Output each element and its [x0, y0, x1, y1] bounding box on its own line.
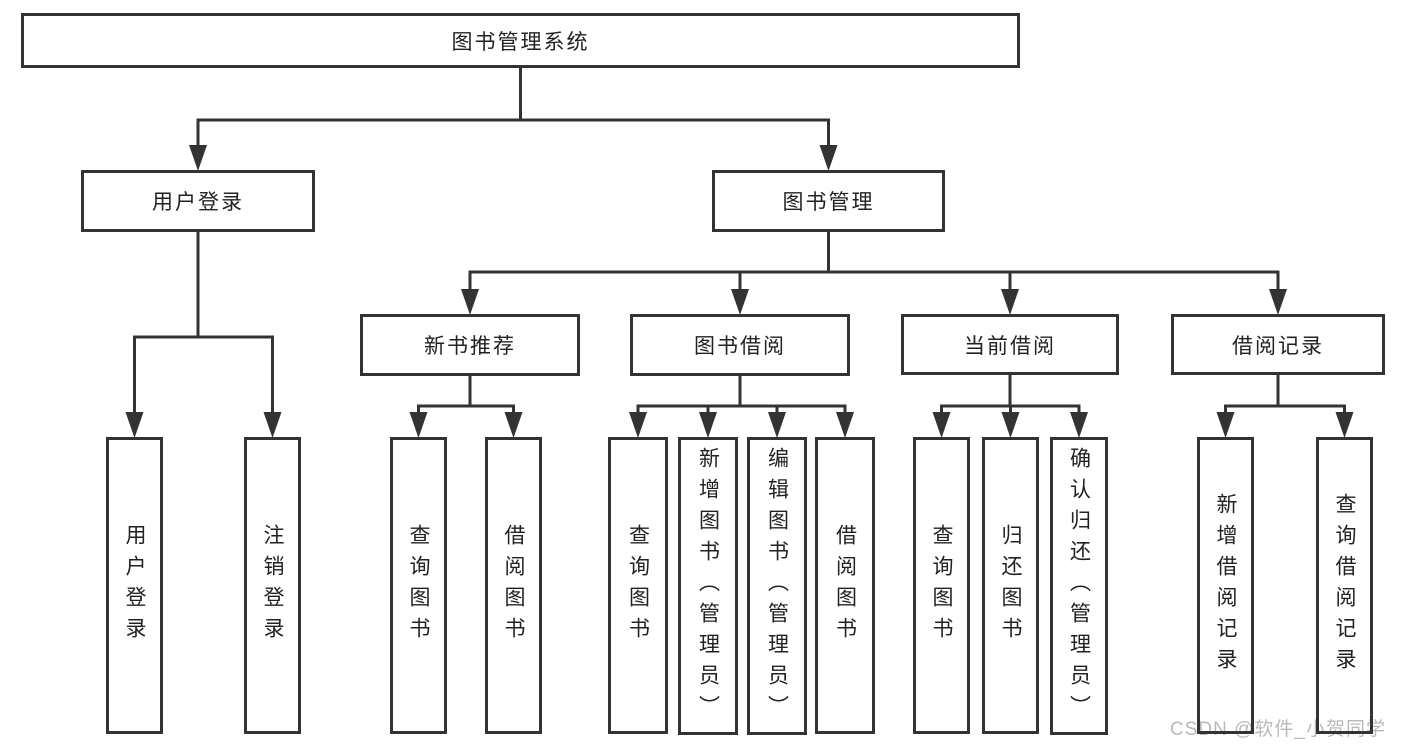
node-label: 查询借阅记录 — [1333, 492, 1356, 679]
node-cb-query: 查询图书 — [913, 437, 970, 734]
node-cb-confirm: 确认归还（管理员） — [1050, 437, 1108, 735]
watermark: CSDN @软件_小贺同学 — [1170, 719, 1386, 740]
node-root: 图书管理系统 — [21, 13, 1020, 68]
node-br-add: 新增借阅记录 — [1197, 437, 1254, 734]
node-bb-borrow: 借阅图书 — [815, 437, 875, 734]
node-book-borrow: 图书借阅 — [630, 314, 850, 376]
node-leaf-logout: 注销登录 — [244, 437, 301, 734]
node-label: 查询图书 — [407, 523, 430, 648]
node-book-mgmt: 图书管理 — [712, 170, 945, 232]
node-bb-query: 查询图书 — [608, 437, 668, 734]
node-cb-return: 归还图书 — [982, 437, 1039, 734]
node-label: 借阅图书 — [833, 523, 857, 648]
node-label: 确认归还（管理员） — [1067, 446, 1091, 726]
node-label: 查询图书 — [930, 523, 953, 648]
node-nb-query: 查询图书 — [390, 437, 447, 734]
node-br-query: 查询借阅记录 — [1316, 437, 1373, 734]
node-leaf-user-login: 用户登录 — [106, 437, 163, 734]
node-bb-add: 新增图书（管理员） — [678, 437, 738, 735]
node-label: 借阅图书 — [502, 523, 525, 648]
node-label: 当前借阅 — [964, 334, 1056, 358]
node-label: 新书推荐 — [424, 335, 516, 358]
node-label: 新增图书（管理员） — [696, 446, 720, 726]
node-bb-edit: 编辑图书（管理员） — [747, 437, 807, 735]
node-label: 图书借阅 — [694, 335, 786, 358]
node-label: 用户登录 — [152, 191, 244, 214]
node-current-borrow: 当前借阅 — [901, 314, 1119, 375]
node-label: 归还图书 — [999, 523, 1022, 648]
node-label: 编辑图书（管理员） — [765, 446, 789, 726]
node-label: 新增借阅记录 — [1214, 492, 1237, 679]
node-label: 查询图书 — [626, 523, 650, 648]
node-label: 图书管理 — [782, 191, 875, 214]
node-label: 图书管理系统 — [451, 30, 590, 54]
node-label: 注销登录 — [261, 523, 284, 648]
node-user-login: 用户登录 — [81, 170, 315, 232]
node-new-book: 新书推荐 — [360, 314, 580, 376]
node-label: 用户登录 — [123, 523, 146, 648]
node-borrow-record: 借阅记录 — [1171, 314, 1385, 375]
node-label: 借阅记录 — [1232, 334, 1324, 358]
node-nb-borrow: 借阅图书 — [485, 437, 542, 734]
